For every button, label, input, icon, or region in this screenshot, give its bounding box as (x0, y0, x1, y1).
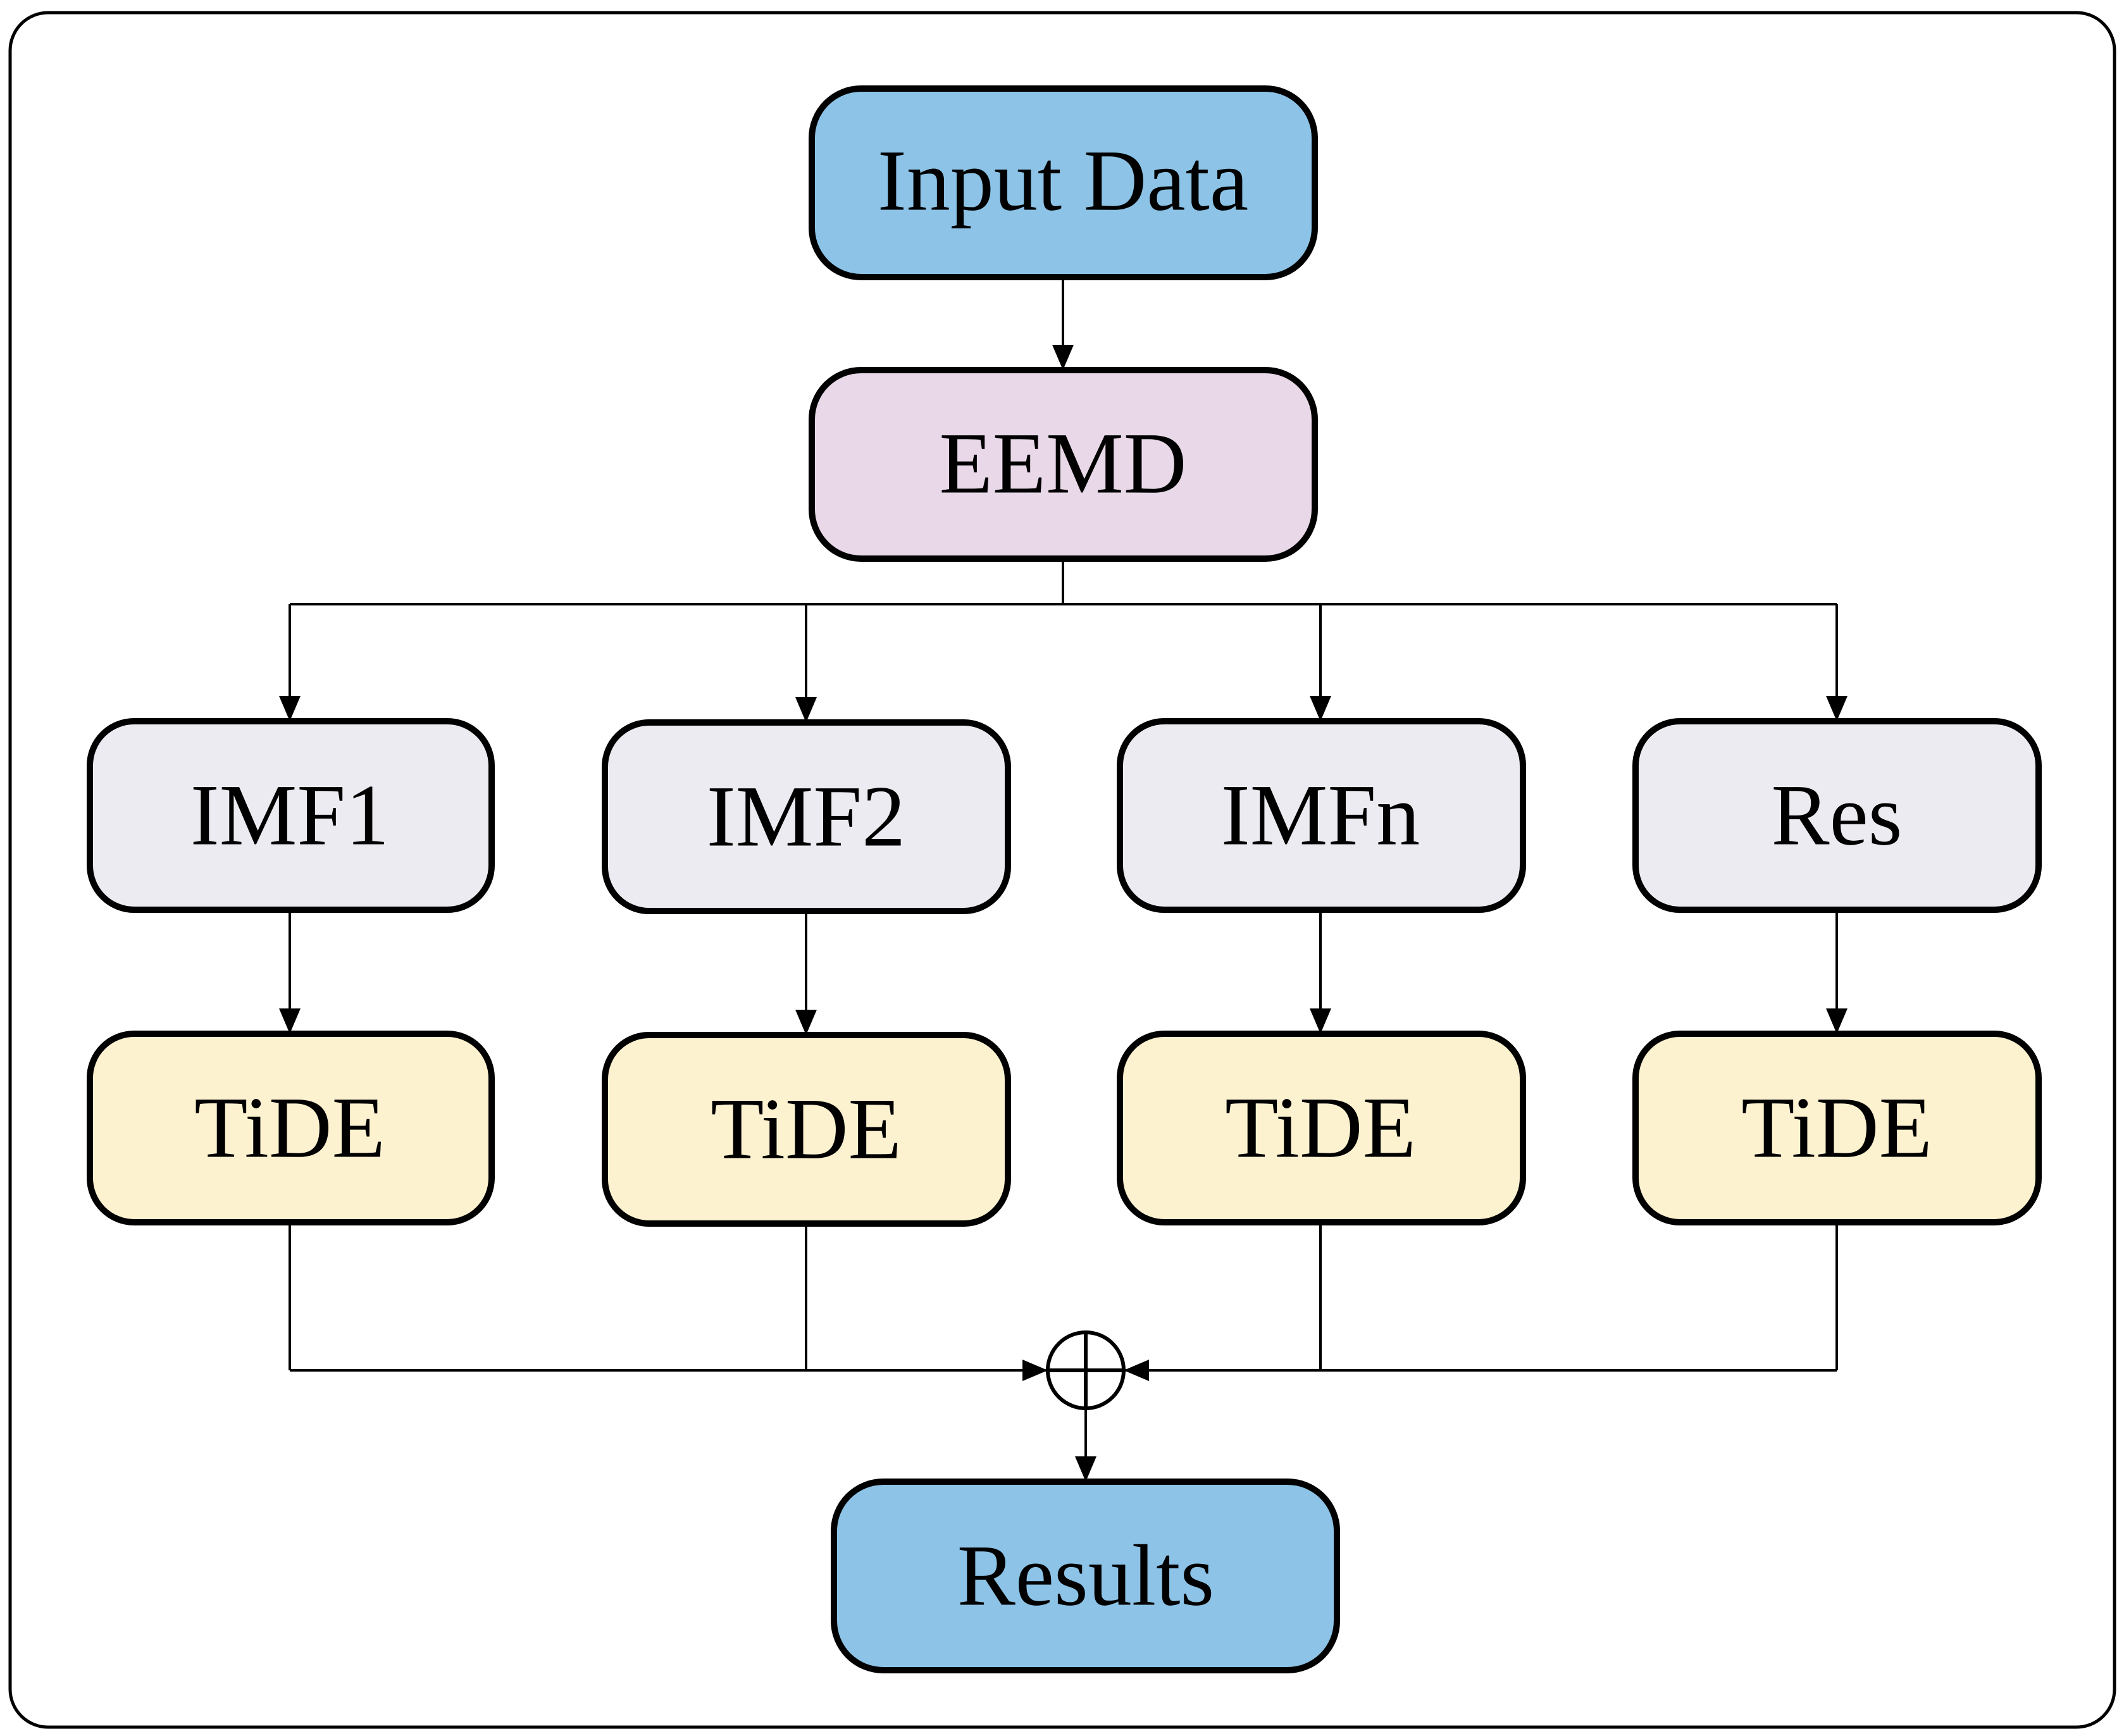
node-tide-2: TiDE (602, 1032, 1011, 1227)
node-imf1: IMF1 (87, 718, 495, 913)
node-tide-1-label: TiDE (194, 1079, 385, 1176)
node-imf2-label: IMF2 (707, 768, 905, 865)
node-eemd: EEMD (809, 367, 1318, 562)
diagram-frame (8, 11, 2116, 1729)
node-results: Results (831, 1479, 1340, 1673)
node-eemd-label: EEMD (940, 415, 1187, 512)
node-res-label: Res (1772, 767, 1903, 864)
node-tide-4-label: TiDE (1741, 1079, 1932, 1176)
node-tide-4: TiDE (1632, 1031, 2042, 1225)
connectors (279, 278, 1848, 1482)
node-tide-3: TiDE (1117, 1031, 1526, 1225)
node-input-data-label: Input Data (878, 132, 1248, 229)
node-imf2: IMF2 (602, 719, 1011, 914)
node-tide-3-label: TiDE (1225, 1079, 1416, 1176)
node-tide-2-label: TiDE (711, 1081, 902, 1177)
node-imfn: IMFn (1117, 718, 1526, 913)
node-input-data: Input Data (809, 85, 1318, 280)
node-tide-1: TiDE (87, 1031, 495, 1225)
node-res: Res (1632, 718, 2042, 913)
node-imf1-label: IMF1 (190, 767, 389, 864)
node-results-label: Results (957, 1527, 1214, 1624)
node-imfn-label: IMFn (1221, 767, 1420, 864)
circled-plus-icon (1046, 1330, 1126, 1410)
